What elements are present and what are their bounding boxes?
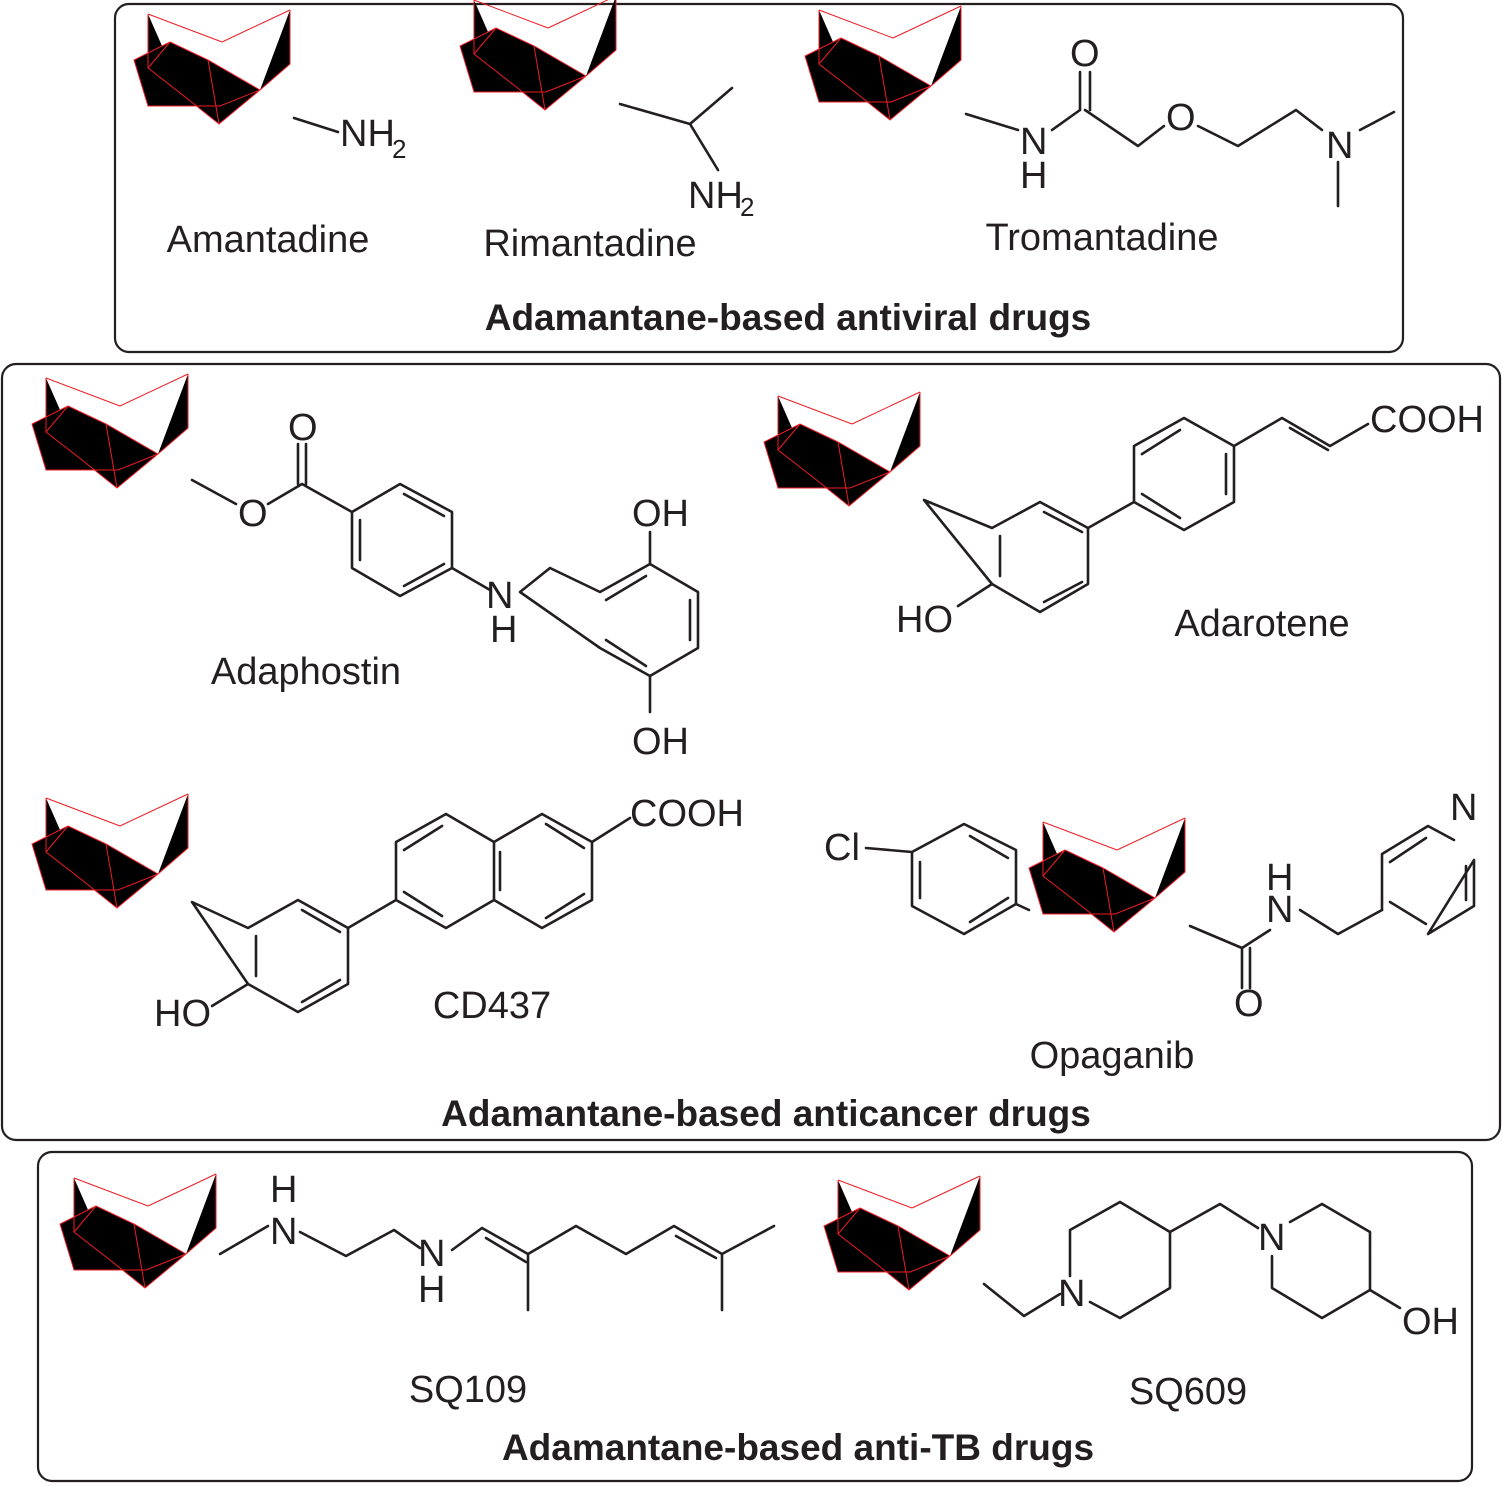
compound-rimantadine: NH 2 Rimantadine — [459, 0, 754, 265]
atom-label: N — [1266, 889, 1293, 931]
atom-label: OH — [632, 493, 689, 535]
bonds — [982, 1200, 1402, 1320]
panel-anticancer-frame — [0, 362, 1502, 1142]
atom-label: OH — [632, 721, 689, 763]
panel-caption: Adamantane-based anticancer drugs — [441, 1093, 1091, 1134]
panel-antiviral-frame — [113, 2, 1405, 354]
adamantane-cage — [804, 5, 962, 121]
adamantane-cage — [59, 1173, 217, 1289]
bonds — [864, 822, 1476, 990]
compound-name: Amantadine — [167, 219, 370, 261]
atom-label: N — [418, 1233, 445, 1275]
bonds — [292, 116, 340, 134]
bonds — [922, 416, 1370, 614]
atom-label: O — [288, 407, 318, 449]
compound-name: Adaphostin — [211, 651, 401, 693]
compound-amantadine: NH 2 Amantadine — [133, 9, 406, 261]
atom-label: H — [1020, 155, 1047, 197]
atom-subscript: 2 — [392, 134, 406, 164]
compound-name: Rimantadine — [483, 223, 696, 265]
atom-label: N — [1450, 787, 1477, 829]
bonds — [618, 86, 734, 172]
compound-sq109: H N N H SQ109 — [59, 1169, 776, 1411]
compound-adaphostin: O O N H OH OH Adaphostin — [31, 373, 700, 763]
panel-anticancer: O O N H OH OH Adaphostin COOH HO Adarote… — [0, 362, 1502, 1142]
panel-anti-tb-frame — [36, 1150, 1474, 1483]
atom-label: Cl — [824, 827, 860, 869]
adamantane-cage — [133, 9, 291, 125]
atom-label: N — [1258, 1217, 1285, 1259]
atom-label: H — [418, 1269, 445, 1311]
panel-caption: Adamantane-based antiviral drugs — [485, 297, 1092, 338]
atom-label: OH — [1402, 1301, 1459, 1343]
atom-label: N — [486, 575, 513, 617]
atom-label: N — [1020, 121, 1047, 163]
adamantane-cage — [459, 0, 617, 111]
compound-name: Adarotene — [1174, 603, 1349, 645]
bonds — [218, 1224, 776, 1312]
atom-label: N — [1058, 1273, 1085, 1315]
atom-label: H — [270, 1169, 297, 1211]
atom-label: HO — [154, 993, 211, 1035]
atom-label: O — [238, 493, 268, 535]
bonds — [964, 70, 1396, 208]
atom-label: H — [1266, 857, 1293, 899]
atom-label: N — [270, 1211, 297, 1253]
atom-label: H — [490, 609, 517, 651]
compound-opaganib: Cl H N O N Opaganib — [824, 787, 1477, 1077]
panel-antiviral: NH 2 Amantadine NH 2 Rimantadine O N H O… — [113, 0, 1405, 354]
bonds — [190, 812, 632, 1014]
atom-label: NH — [340, 113, 395, 155]
atom-label: O — [1070, 33, 1100, 75]
compound-tromantadine: O N H O N Tromantadine — [804, 5, 1396, 259]
atom-label: COOH — [1370, 399, 1484, 441]
adamantane-cage — [1028, 817, 1186, 933]
bonds — [190, 442, 700, 714]
atom-subscript: 2 — [740, 192, 754, 222]
panel-anti-tb: H N N H SQ109 N N OH SQ609 Adamantane-ba… — [36, 1150, 1474, 1483]
adamantane-cage — [31, 793, 189, 909]
compound-name: SQ609 — [1129, 1371, 1247, 1413]
atom-label: HO — [896, 599, 953, 641]
compound-sq609: N N OH SQ609 — [823, 1175, 1459, 1413]
atom-label: NH — [688, 175, 743, 217]
compound-name: Opaganib — [1030, 1035, 1195, 1077]
atom-label: O — [1166, 97, 1196, 139]
adamantane-cage — [763, 391, 921, 507]
compound-adarotene: COOH HO Adarotene — [763, 391, 1484, 645]
compound-name: Tromantadine — [985, 217, 1218, 259]
compound-cd437: COOH HO CD437 — [31, 793, 744, 1035]
atom-label: O — [1234, 983, 1264, 1025]
compound-name: CD437 — [433, 985, 551, 1027]
adamantane-cage — [823, 1175, 981, 1291]
adamantane-cage — [31, 373, 189, 489]
atom-label: N — [1326, 125, 1353, 167]
atom-label: COOH — [630, 793, 744, 835]
panel-caption: Adamantane-based anti-TB drugs — [502, 1427, 1094, 1468]
compound-name: SQ109 — [409, 1369, 527, 1411]
